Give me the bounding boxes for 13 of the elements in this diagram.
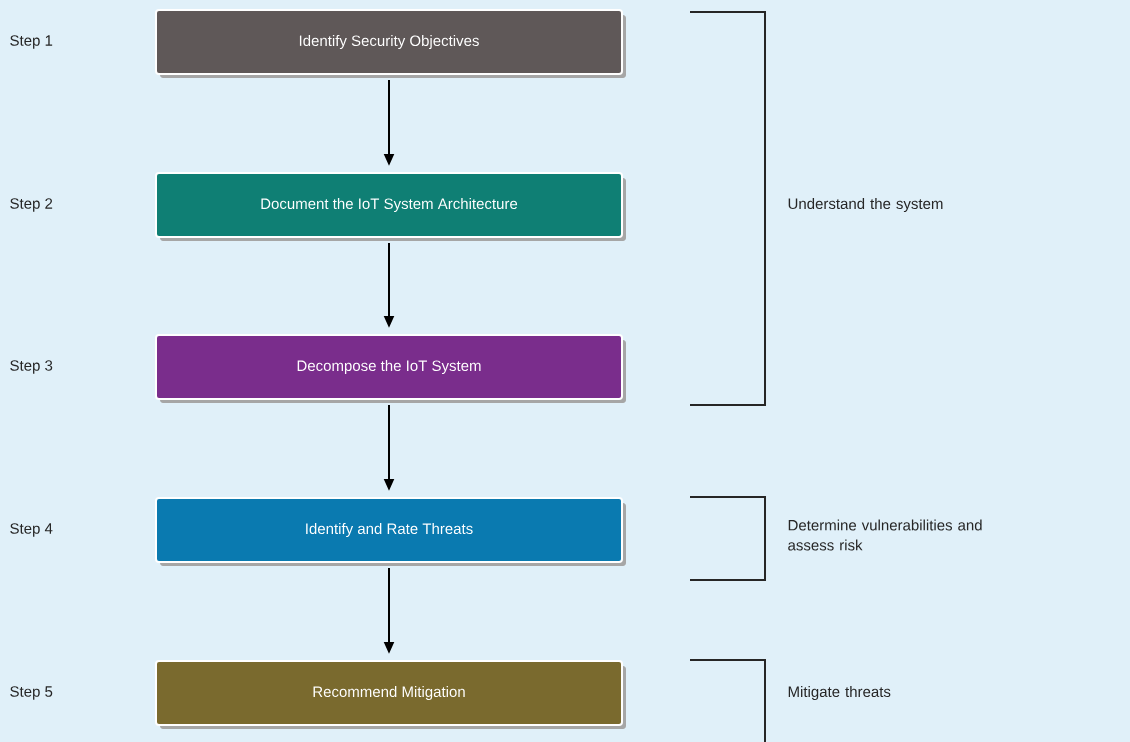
step-label: Step 3: [10, 360, 53, 374]
step-label: Step 1: [10, 35, 53, 49]
step-box: Decompose the IoT System: [155, 334, 626, 403]
step-box: Identify Security Objectives: [155, 9, 626, 78]
step-label: Step 2: [10, 198, 53, 212]
bracket-label: Mitigate threats: [788, 686, 891, 700]
bracket-label: Determine vulnerabilities and assess risk: [788, 519, 982, 551]
step-label: Step 4: [10, 523, 53, 537]
bracket-label: Understand the system: [788, 198, 943, 212]
step-box: Identify and Rate Threats: [155, 497, 626, 566]
step-box: Document the IoT System Architecture: [155, 172, 626, 241]
step-label: Step 5: [10, 686, 53, 700]
step-box: Recommend Mitigation: [155, 660, 626, 729]
